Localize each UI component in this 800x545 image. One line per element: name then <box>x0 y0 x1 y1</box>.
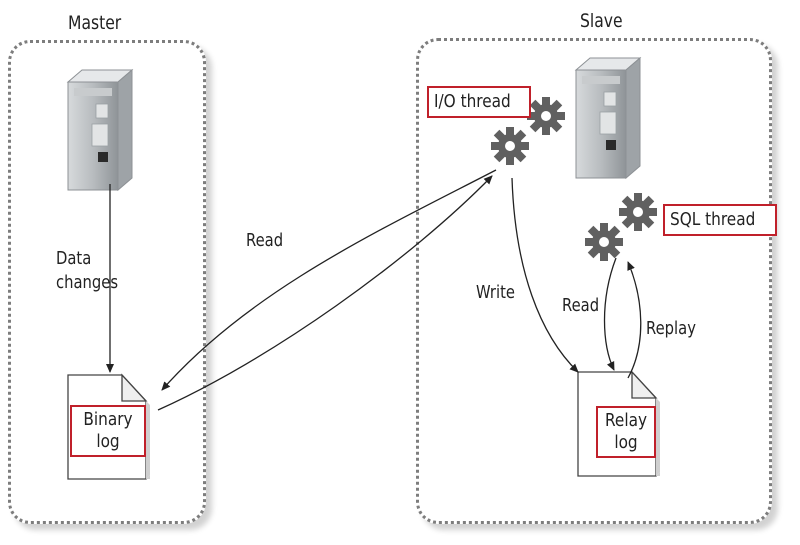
binary-log-label: Binary log <box>70 405 146 457</box>
master-server-icon <box>67 69 133 191</box>
read-label: Read <box>246 230 284 251</box>
sql-thread-gear-icon-2 <box>619 193 657 231</box>
master-title: Master <box>68 12 122 34</box>
data-changes-label-line2: changes <box>56 272 119 293</box>
replay-label: Replay <box>646 318 696 339</box>
io-thread-gear-icon <box>491 127 529 165</box>
io-thread-label: I/O thread <box>427 86 532 118</box>
relay-log-label: Relay log <box>596 406 656 458</box>
read-response-arrow <box>161 169 497 391</box>
io-thread-gear-icon-2 <box>527 97 565 135</box>
replay-arrow <box>627 261 642 379</box>
read-relay-label: Read <box>562 295 600 316</box>
sql-thread-label: SQL thread <box>663 204 778 236</box>
read-request-arrow <box>157 175 493 411</box>
slave-server-icon <box>575 57 641 179</box>
slave-title: Slave <box>580 10 623 32</box>
read-relay-arrow <box>603 257 617 371</box>
sql-thread-gear-icon <box>585 223 623 261</box>
write-arrow <box>511 177 579 373</box>
data-changes-label-line1: Data <box>56 248 92 269</box>
write-label: Write <box>476 282 515 303</box>
